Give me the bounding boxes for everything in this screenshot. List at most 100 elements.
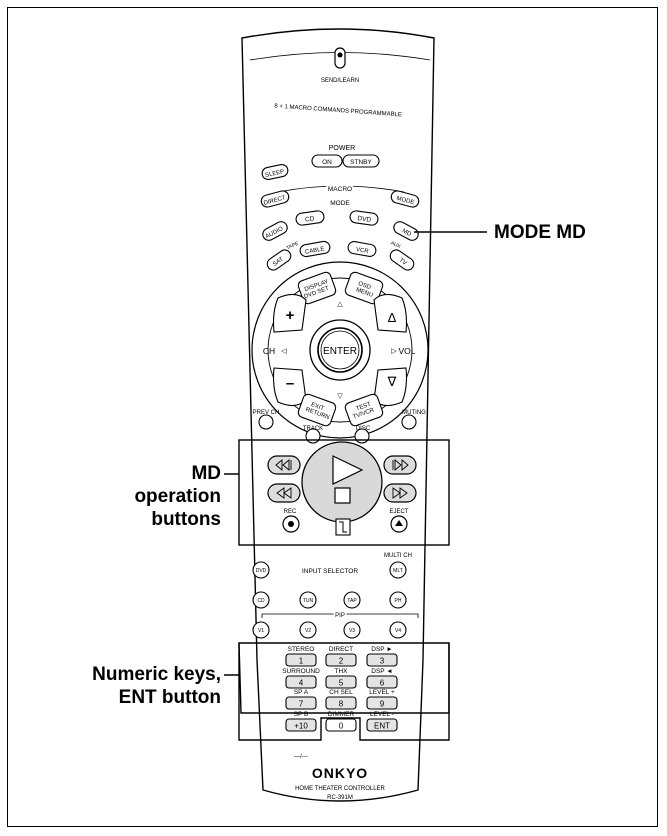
remote-label: V4 (395, 628, 401, 634)
stop-button[interactable] (334, 487, 351, 504)
svg-text:Δ: Δ (388, 310, 397, 325)
input-mlt-button[interactable] (389, 561, 407, 579)
mode-button[interactable] (390, 190, 420, 209)
remote-label: PIP (335, 613, 345, 619)
remote-label: MENU (355, 287, 374, 299)
md-button[interactable] (392, 220, 421, 243)
dvd-button[interactable] (349, 210, 379, 226)
numeric-key-text: 1 (299, 657, 304, 666)
remote-label: V3 (349, 628, 355, 634)
remote-label: ON (322, 159, 332, 166)
numeric-key-button[interactable] (366, 718, 398, 732)
remote-label: EJECT (389, 509, 408, 515)
figure-frame (7, 7, 658, 827)
remote-label: MULTI CH (384, 553, 412, 559)
callout-mode-md-text: MODE MD (494, 222, 586, 243)
ch-plus-button[interactable] (272, 293, 307, 333)
muting-button[interactable] (401, 414, 417, 430)
numeric-key-button[interactable] (285, 696, 317, 710)
input-tap-button[interactable] (343, 591, 361, 609)
disc-button[interactable] (354, 428, 370, 444)
input-ph-button[interactable] (389, 591, 407, 609)
callout-numeric-keys: Numeric keys, ENT button (92, 663, 221, 709)
numeric-key-button[interactable] (325, 675, 357, 689)
play-button[interactable] (332, 455, 364, 485)
remote-label: TV (398, 258, 408, 267)
numeric-key-button[interactable] (325, 696, 357, 710)
exit-return-button[interactable] (297, 393, 337, 427)
key-label: DSP ◄ (371, 668, 393, 675)
vol-up-button[interactable] (373, 293, 408, 333)
remote-label: OSD (357, 281, 372, 291)
cd-button[interactable] (295, 210, 325, 226)
numeric-key-button[interactable] (285, 718, 317, 732)
remote-label: + (286, 307, 295, 324)
remote-label: ENTER (323, 346, 357, 357)
remote-label: REC (284, 509, 297, 515)
input-v1-button[interactable] (252, 621, 270, 639)
skip-back-button[interactable] (267, 455, 301, 475)
test-tvvcr-button[interactable] (344, 393, 384, 427)
svg-text:▽: ▽ (337, 393, 343, 400)
remote-label: TUN (303, 598, 314, 604)
remote-label: V1 (258, 628, 264, 634)
numeric-key-text: 4 (299, 679, 304, 688)
track-button[interactable] (305, 428, 321, 444)
remote-label: VOL (398, 346, 415, 356)
remote-label: TAP (347, 598, 357, 604)
input-cd-button[interactable] (252, 591, 270, 609)
skip-forward-button[interactable] (383, 455, 417, 475)
remote-label: V2 (305, 628, 311, 634)
numeric-key-button[interactable] (366, 653, 398, 667)
key-label: DIMMER (328, 711, 355, 718)
display-button[interactable] (297, 271, 337, 305)
power-stnby-button[interactable] (342, 154, 380, 168)
prev-ch-button[interactable] (258, 414, 274, 430)
numeric-key-button[interactable] (325, 653, 357, 667)
remote-label: TAPE (286, 240, 301, 251)
key-label: CH SEL (329, 689, 353, 696)
numeric-key-text: 8 (339, 700, 344, 709)
input-v4-button[interactable] (389, 621, 407, 639)
enter-button[interactable] (317, 327, 363, 373)
numeric-key-button[interactable] (325, 718, 357, 732)
power-on-button[interactable] (311, 154, 343, 168)
tv-button[interactable] (388, 248, 416, 273)
callout-numeric-line1: Numeric keys, (92, 664, 221, 685)
callout-md-line2: operation (134, 486, 221, 507)
numeric-key-text: 9 (380, 700, 385, 709)
direct-button[interactable] (260, 190, 290, 209)
svg-text:▷: ▷ (391, 348, 397, 355)
key-label: DSP ► (371, 646, 393, 653)
remote-label: AUX (389, 240, 401, 250)
callout-md-operation: MD operation buttons (134, 462, 221, 531)
remote-label: HOME THEATER CONTROLLER (295, 786, 385, 792)
input-v3-button[interactable] (343, 621, 361, 639)
sleep-button[interactable] (261, 163, 289, 181)
numeric-key-text: 3 (380, 657, 385, 666)
remote-label: TEST (355, 402, 372, 413)
remote-label: MACRO (328, 186, 352, 193)
cable-button[interactable] (299, 240, 331, 258)
sat-button[interactable] (265, 248, 293, 273)
numeric-key-button[interactable] (285, 653, 317, 667)
remote-label: – (286, 375, 294, 392)
input-tun-button[interactable] (299, 591, 317, 609)
send-learn-switch[interactable] (334, 47, 346, 69)
callout-md-line3: buttons (151, 509, 221, 530)
audio-button[interactable] (261, 220, 290, 243)
numeric-key-button[interactable] (285, 675, 317, 689)
input-dvd-button[interactable] (252, 561, 270, 579)
remote-label: PH (395, 598, 402, 604)
osd-menu-button[interactable] (344, 271, 384, 305)
remote-label: MLT (393, 568, 403, 574)
input-v2-button[interactable] (299, 621, 317, 639)
numeric-key-button[interactable] (366, 696, 398, 710)
vcr-button[interactable] (347, 241, 377, 258)
numeric-key-button[interactable] (366, 675, 398, 689)
remote-label: CH (263, 346, 275, 356)
numeric-key-text: 2 (339, 657, 344, 666)
svg-text:∇: ∇ (387, 374, 397, 389)
